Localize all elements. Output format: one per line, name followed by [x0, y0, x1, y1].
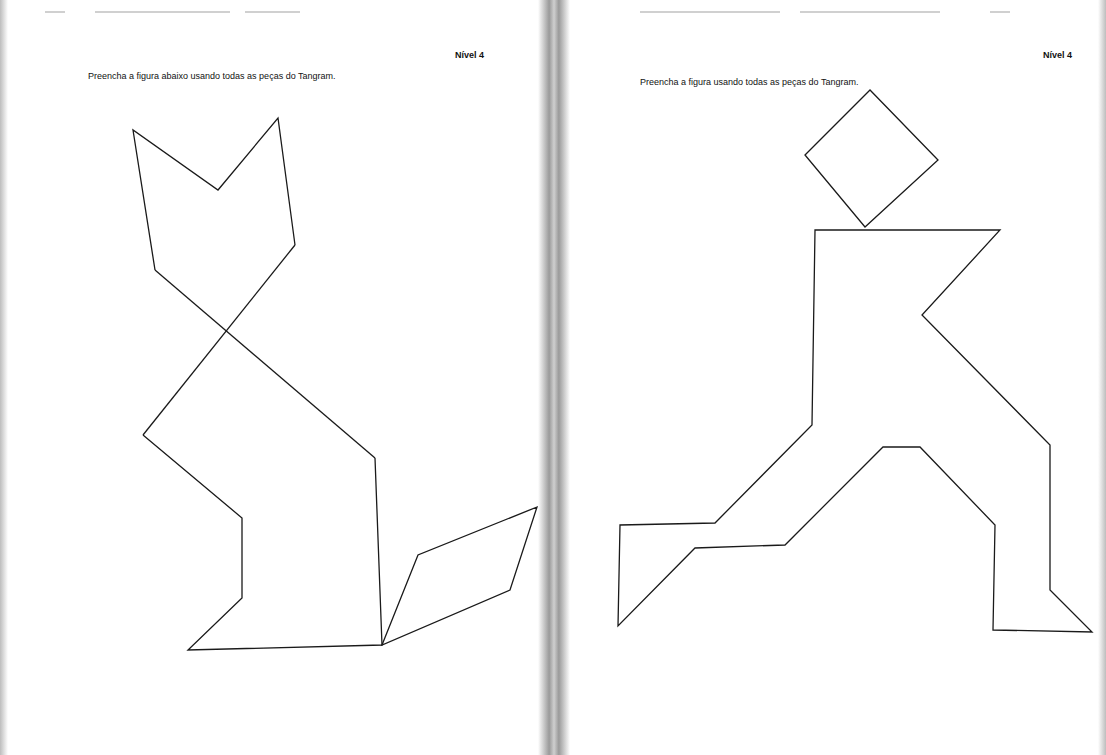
level-label: Nível 4 — [455, 50, 484, 61]
scan-marks — [45, 11, 1010, 13]
page-shadow — [1098, 0, 1106, 755]
page-gap — [538, 0, 570, 755]
runner-outline — [618, 90, 1092, 632]
instruction-text: Preencha a figura usando todas as peças … — [640, 77, 858, 88]
level-label: Nível 4 — [1043, 50, 1072, 61]
page-shadow — [0, 0, 8, 755]
cat-outline — [133, 118, 537, 650]
instruction-text: Preencha a figura abaixo usando todas as… — [88, 71, 336, 82]
